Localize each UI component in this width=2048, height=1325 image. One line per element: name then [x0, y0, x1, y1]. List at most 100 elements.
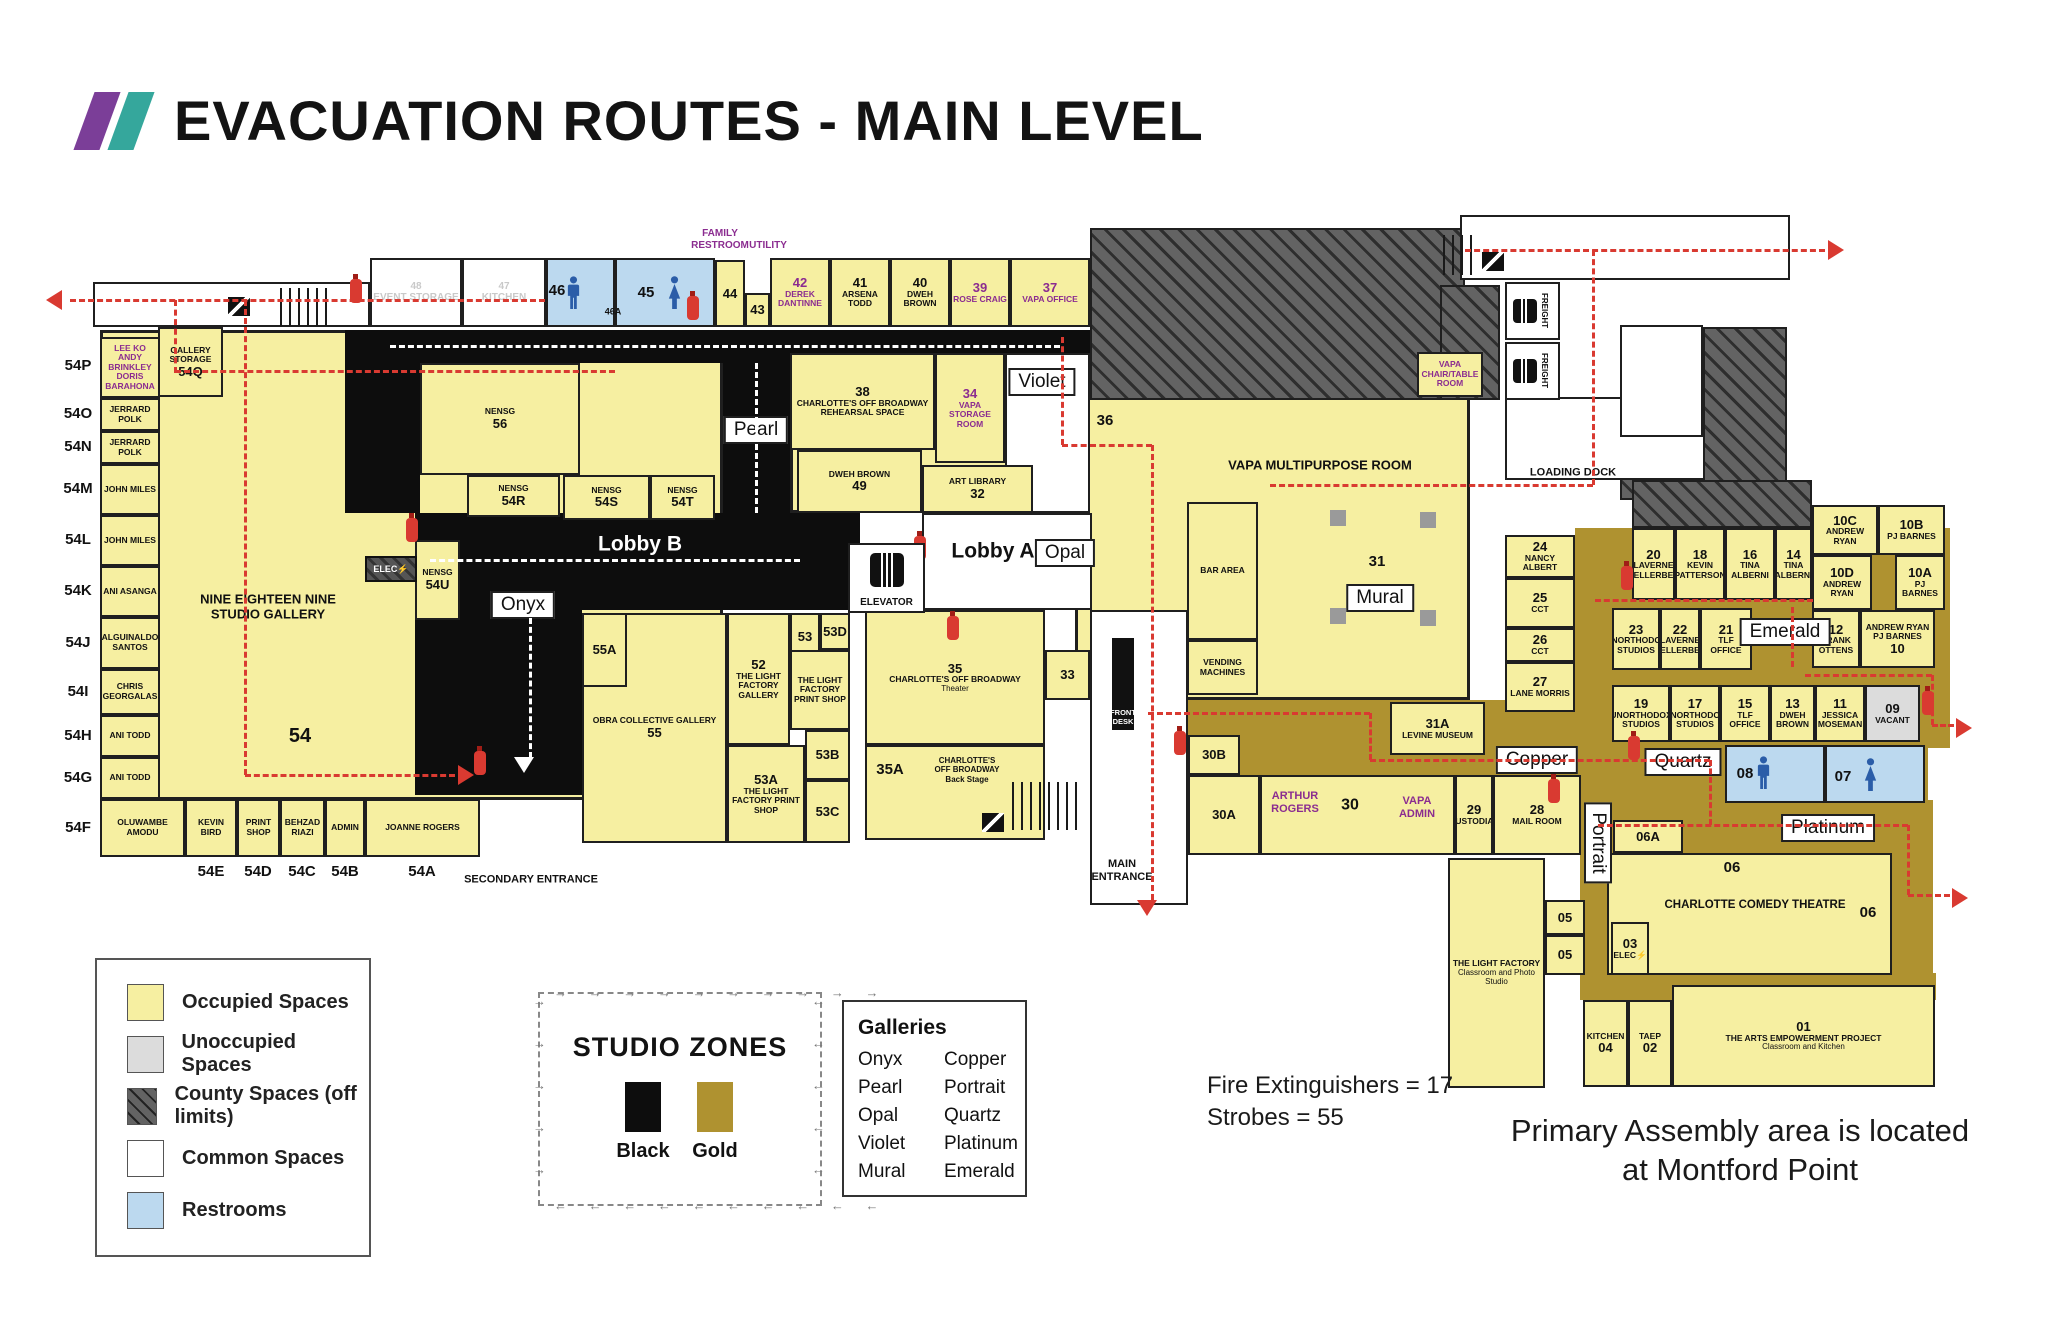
room-02-label: 02	[1642, 1040, 1658, 1056]
evac-route-segment	[1060, 337, 1064, 445]
freight-glyph	[1513, 359, 1537, 383]
room-54H: ANI TODD	[100, 715, 160, 757]
room-18-label: 18	[1692, 546, 1708, 562]
legend-swatch-county	[127, 1087, 157, 1125]
room-15-label: TLF OFFICE	[1729, 709, 1761, 730]
room-lf-printshop-label: THE LIGHT FACTORY PRINT SHOP	[794, 674, 846, 704]
map-label: 54O	[63, 405, 93, 423]
room-10D-label: ANDREW RYAN	[1822, 578, 1862, 599]
zone-county-3	[1703, 327, 1787, 500]
room-09-label: 09	[1885, 700, 1900, 716]
evac-route-segment	[1908, 893, 1950, 897]
room-46	[546, 258, 615, 327]
room-26-label: 26	[1532, 632, 1548, 648]
room-24-label: NANCY ALBERT	[1522, 552, 1558, 573]
map-label: 45	[637, 284, 655, 302]
fire-extinguisher-icon	[474, 746, 486, 775]
room-54F-label: OLUWAMBE AMODU	[117, 817, 168, 837]
room-54R-label: NENSG	[498, 483, 529, 494]
room-48-label: EVENT STORAGE	[373, 292, 459, 304]
room-16-label: TINA ALBERNI	[1731, 560, 1769, 580]
legend-item-occupied: Occupied Spaces	[127, 982, 349, 1022]
map-label: VAPA MULTIPURPOSE ROOM	[1228, 457, 1412, 473]
zone-corr-topright	[1460, 215, 1790, 280]
zone-county-main	[1090, 228, 1465, 400]
map-label: 06	[1859, 904, 1877, 922]
room-22-label: LAVERNE ELLERBE	[1660, 635, 1700, 655]
elevator-icon: ELEVATOR	[848, 543, 925, 613]
fire-extinguisher-icon	[1174, 726, 1186, 755]
room-54T-label: NENSG	[667, 484, 698, 495]
room-53D: 53D	[820, 613, 850, 650]
gallery-name-opal: Opal	[858, 1105, 899, 1127]
evac-route-segment	[1805, 673, 1932, 677]
room-49-label: 49	[852, 478, 867, 494]
galleries-title: Galleries	[858, 1016, 947, 1039]
room-54M-label: JOHN MILES	[104, 483, 156, 494]
room-53B-label: 53B	[815, 747, 840, 763]
pillar	[1420, 512, 1436, 528]
map-label: 08	[1736, 765, 1754, 783]
male-restroom-icon	[566, 276, 582, 310]
room-53B: 53B	[805, 730, 850, 780]
room-54J-label: ALGUINALDO SANTOS	[101, 632, 159, 652]
legend-label: Restrooms	[182, 1198, 287, 1221]
room-42-label: DEREK DANTINNE	[778, 288, 822, 309]
room-27-label: LANE MORRIS	[1510, 688, 1570, 699]
vent-grill-icon	[1012, 782, 1078, 830]
room-19-label: 19	[1633, 696, 1649, 712]
room-31A-label: 31A	[1425, 715, 1450, 731]
gallery-name-emerald: Emerald	[944, 1161, 1015, 1183]
map-label: 46	[548, 282, 566, 300]
zone-corr-main-entrance	[1090, 610, 1188, 905]
evac-route-segment	[243, 300, 247, 775]
gallery-name-portrait: Portrait	[944, 1077, 1006, 1099]
pillar	[1420, 610, 1436, 626]
map-label: 54N	[64, 438, 92, 456]
fire-extinguisher-icon	[1621, 561, 1633, 590]
studio-zone-swatch-gold	[697, 1082, 733, 1132]
room-54S-label: 54S	[594, 494, 619, 510]
room-53A-label: THE LIGHT FACTORY PRINT SHOP	[732, 785, 800, 815]
room-54B: ADMIN	[325, 799, 365, 857]
room-54G: ANI TODD	[100, 757, 160, 799]
room-10C-label: ANDREW RYAN	[1825, 526, 1865, 546]
map-label: 54C	[288, 863, 316, 881]
room-22-label: 22	[1672, 621, 1688, 637]
gallery-name-platinum: Platinum	[944, 1133, 1018, 1155]
extinguisher-nozzle	[353, 274, 358, 279]
evac-route-segment	[1790, 607, 1794, 667]
studio-zone-label: Gold	[692, 1140, 738, 1162]
room-44-label: 44	[722, 285, 738, 301]
room-28-label: 28	[1529, 802, 1545, 818]
pillar	[1330, 510, 1346, 526]
room-54T-label: 54T	[671, 494, 694, 510]
evac-route-segment	[1062, 443, 1152, 447]
room-54U-label: NENSG	[422, 567, 453, 578]
elevator-glyph	[869, 553, 904, 587]
room-39-label: ROSE CRAIG	[953, 293, 1007, 304]
zone-label-violet: Violet	[1008, 368, 1076, 396]
room-21-label: TLF OFFICE	[1710, 635, 1742, 655]
fire-extinguisher-icon	[947, 611, 959, 640]
female-restroom-icon	[1862, 758, 1879, 792]
freight-elevator-icon: FREIGHT	[1505, 342, 1560, 400]
room-54D-label: PRINT SHOP	[245, 817, 272, 837]
fire-extinguisher-icon	[406, 513, 418, 542]
dashed-arrow-border-icon: ↑ ↑ ↑ ↑ ↑	[533, 1000, 548, 1191]
room-54C: BEHZAD RIAZI	[280, 799, 325, 857]
